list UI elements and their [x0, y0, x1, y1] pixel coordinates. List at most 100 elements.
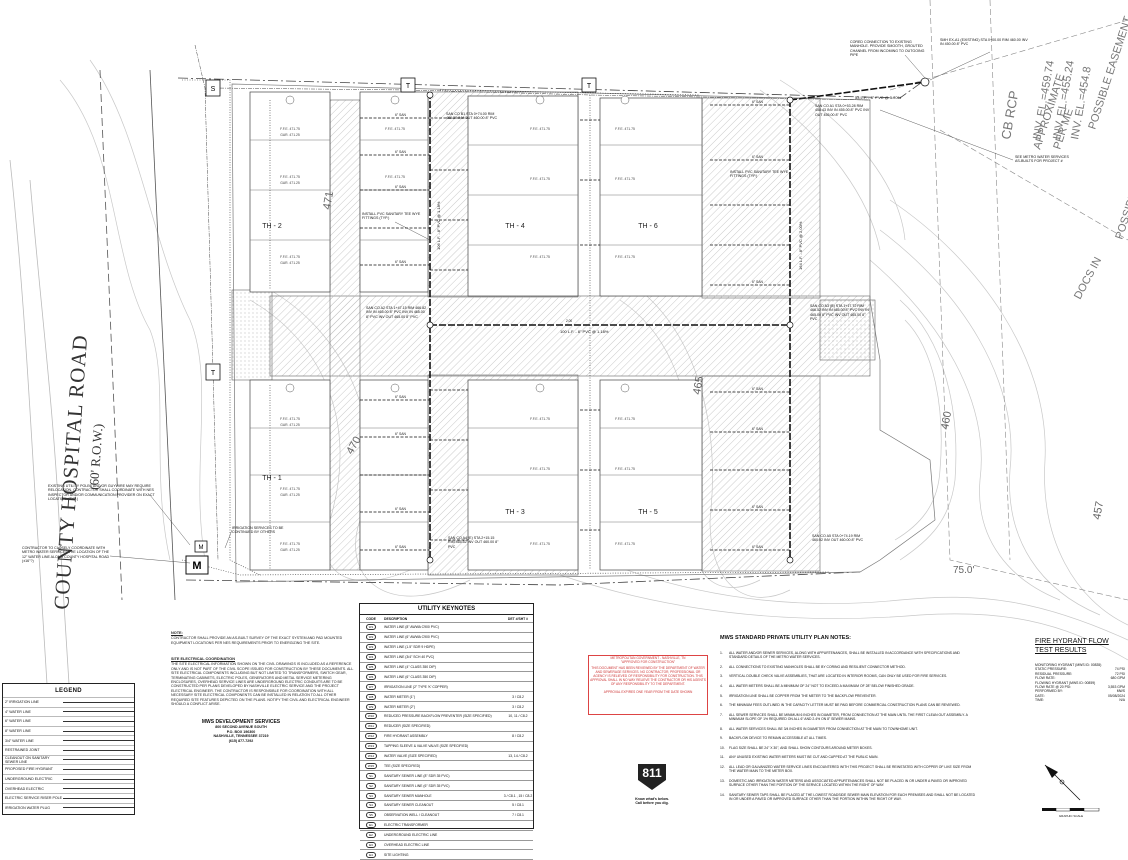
keynote-description: FIRE HYDRANT ASSEMBLY [384, 734, 428, 739]
svg-text:GAR. 471.25: GAR. 471.25 [280, 548, 300, 552]
svg-text:6" SAN: 6" SAN [395, 432, 407, 436]
svg-text:DOCS IN: DOCS IN [1072, 255, 1104, 301]
sewer-main-center-label: 100 L.F. - 8" PVC @ 1.18% [560, 329, 609, 334]
keynote-detail: 3 / C8.2 [512, 704, 524, 709]
keynote-code: W4 [365, 654, 377, 661]
site-coordination-text: THE SITE ELECTRICAL INFORMATION SHOWN ON… [171, 662, 354, 707]
mws-notes-title: MWS STANDARD PRIVATE UTILITY PLAN NOTES: [720, 635, 851, 641]
site-curb [231, 83, 936, 583]
legend-row: IRRIGATION WATER PLUG [3, 802, 134, 813]
keynote-code: E3 [366, 842, 376, 849]
svg-text:6" SAN: 6" SAN [395, 150, 407, 154]
keynote-code: W14 [364, 753, 378, 760]
fire-flow-rows: MONITORING HYDRANT (MWS ID: 00835)STATIC… [1035, 663, 1125, 703]
legend-row: 4" WATER LINE [3, 706, 134, 717]
svg-text:F.F.E. 471.75: F.F.E. 471.75 [530, 127, 550, 131]
building-label-th5: TH - 5 [638, 509, 658, 516]
legend-panel: LEGEND 2" IRRIGATION LINE 4" WATER LINE … [2, 683, 135, 815]
metro-water-callout: SEE METRO WATER SERVICES AS-BUILTS FOR P… [1015, 155, 1069, 164]
keynote-code: W3 [365, 644, 377, 651]
svg-text:6" SAN: 6" SAN [395, 507, 407, 511]
legend-row: PROPOSED FIRE HYDRANT [3, 764, 134, 774]
svg-text:6" SAN: 6" SAN [752, 545, 764, 549]
svg-text:F.F.E. 471.75: F.F.E. 471.75 [530, 417, 550, 421]
legend-row: RESTRAINED JOINT [3, 744, 134, 755]
svg-text:F.F.E. 471.75: F.F.E. 471.75 [530, 177, 550, 181]
building-label-th4: TH - 4 [505, 223, 525, 230]
developer-name: MWS DEVELOPMENT SERVICES [201, 719, 281, 725]
fire-flow-row: STATIC PRESSURE:74 PSI [1035, 667, 1125, 672]
mws-note-item: 6.THE MINIMUM FEES OUTLINED IN THE CAPAC… [720, 703, 961, 708]
svg-text:F.F.E. 471.75: F.F.E. 471.75 [615, 255, 635, 259]
keynote-description: WATER LINE (4" CLASS 350 DIP) [384, 665, 436, 669]
keynote-detail: 3 / C8.2 [512, 694, 524, 699]
keynote-description: REDUCER (SIZE SPECIFIED) [384, 724, 431, 729]
fire-flow-row: MONITORING HYDRANT (MWS ID: 00835) [1035, 663, 1102, 667]
site-coordination-title: SITE ELECTRICAL COORDINATION [171, 657, 235, 661]
road-name: COUNTY HOSPITAL ROAD [49, 334, 92, 611]
mws-note-item: 8.ALL WATER SERVICES SHALL BE 3/4 INCHES… [720, 726, 918, 731]
mws-note-item: 10.FLAG SIZE SHALL BE 24" X 30", AND SHA… [720, 745, 873, 750]
svg-text:F.F.E. 471.75: F.F.E. 471.75 [280, 417, 300, 421]
scale-bar-icon [1042, 807, 1100, 812]
keynote-description: WATER LINE (1.5" SDR 9 HDPE) [384, 645, 435, 650]
building-label-th3: TH - 3 [505, 509, 525, 516]
svg-text:457: 457 [1091, 500, 1106, 520]
keynote-detail: 8 / C8.2 [512, 734, 524, 739]
fire-flow-row: PERFORMED BY:MWS [1035, 689, 1125, 694]
keynote-code: W9 [365, 703, 377, 710]
svg-text:6" SAN: 6" SAN [752, 505, 764, 509]
keynote-description: WATER LINE (8" AWWA C900 PVC) [384, 625, 439, 630]
keynote-description: OVERHEAD ELECTRIC LINE [384, 843, 430, 848]
svg-text:F.F.E. 471.75: F.F.E. 471.75 [530, 467, 550, 471]
legend-row: CLEANOUT ON SANITARY SEWER LINE [3, 754, 134, 765]
keynote-description: SANITARY SEWER MANHOLE [384, 793, 432, 798]
keynote-code: W10 [364, 713, 378, 720]
fire-flow-row: TIME:N/A [1035, 698, 1125, 703]
keynote-code: W15 [364, 762, 378, 769]
keynote-code: S3 [366, 792, 376, 799]
developer-city: NASHVILLE, TENNESSEE 37219 [213, 734, 269, 739]
fire-flow-row: FLOWING HYDRANT (MWS ID: 00859) [1035, 680, 1096, 685]
keynote-code: W13 [364, 743, 378, 750]
keynote-description: IRRIGATION LINE (2" TYPE 'K' COPPER) [384, 684, 448, 689]
meter-symbol-small: M [199, 545, 204, 551]
keynote-row: W15 TEE (SIZE SPECIFIED) [360, 761, 533, 772]
mws-note-item: 13.DOMESTIC AND IRRIGATION WATER METERS … [720, 778, 968, 787]
developer-block: MWS DEVELOPMENT SERVICES 800 SECOND AVEN… [200, 716, 282, 750]
svg-text:6" SAN: 6" SAN [395, 545, 407, 549]
keynote-detail: 10, 11 / C8.2 [508, 714, 528, 719]
keynote-description: TEE (SIZE SPECIFIED) [384, 763, 421, 768]
legend-symbol [63, 719, 134, 723]
svg-text:6" SAN: 6" SAN [395, 185, 407, 189]
meter-symbol-main: M [192, 560, 201, 572]
svg-text:GAR. 471.25: GAR. 471.25 [280, 133, 300, 137]
building-labels: TH - 2 TH - 4 TH - 6 TH - 1 TH - 3 TH - … [262, 223, 658, 516]
svg-text:6" SAN: 6" SAN [752, 387, 764, 391]
fire-hydrant-flow-results: FIRE HYDRANT FLOW TEST RESULTS MONITORIN… [1035, 637, 1125, 703]
graphic-scale: GRAPHIC SCALE [1042, 807, 1100, 818]
transformer-symbol-1: T [406, 83, 411, 90]
svg-text:6" SAN: 6" SAN [752, 280, 764, 284]
keynote-detail: 7 / C8.1 [512, 813, 524, 818]
svg-text:2.00: 2.00 [566, 319, 572, 323]
legend-title: LEGEND [55, 688, 82, 694]
san-co-a4-callout: SAN CO A4 (E) STA 2+15.15 RIM 465.52 INV… [448, 536, 499, 549]
keynote-description: SANITARY SEWER LINE (6" SDR 35 PVC) [384, 783, 450, 788]
svg-text:6" SAN: 6" SAN [752, 427, 764, 431]
svg-text:F.F.E. 471.75: F.F.E. 471.75 [280, 542, 300, 546]
water-plug-icon [63, 806, 134, 810]
keynote-code: E1 [366, 822, 376, 829]
svg-text:F.F.E. 471.75: F.F.E. 471.75 [280, 127, 300, 131]
keynotes-title: UTILITY KEYNOTES [360, 604, 533, 615]
mws-standard-notes: MWS STANDARD PRIVATE UTILITY PLAN NOTES:… [720, 635, 978, 806]
